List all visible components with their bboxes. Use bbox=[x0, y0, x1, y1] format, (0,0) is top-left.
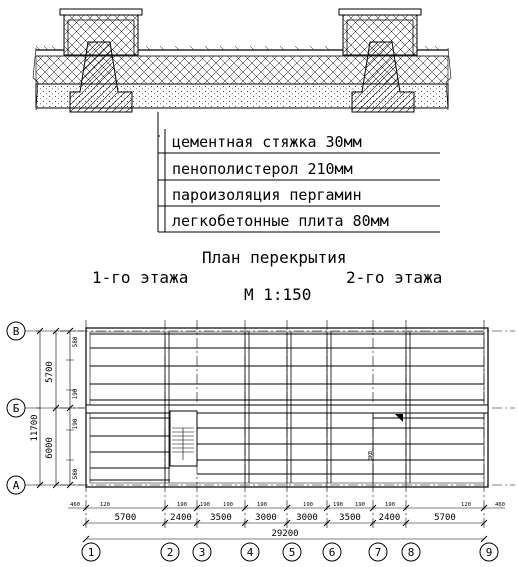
axis-number: 1 bbox=[88, 546, 95, 559]
dim-small: 120 bbox=[461, 502, 471, 508]
dim-span: 3500 bbox=[339, 513, 361, 523]
axis-number: 7 bbox=[375, 546, 382, 559]
dim-span: 5700 bbox=[115, 513, 137, 523]
dim-upper-bay: 5700 bbox=[45, 361, 55, 383]
dim-small: 190 bbox=[385, 502, 395, 508]
dim-span: 3500 bbox=[210, 513, 232, 523]
axis-bubble bbox=[192, 542, 212, 562]
axis-bubble bbox=[81, 542, 101, 562]
dim-lower-bay: 6000 bbox=[45, 437, 55, 459]
axis-number: 3 bbox=[199, 546, 206, 559]
axis-letter-b: Б bbox=[13, 402, 20, 415]
letter-axes: В Б А bbox=[6, 321, 40, 495]
plan-scale: М 1:150 bbox=[244, 285, 311, 304]
legend-layer-2: пенополистерол 210мм bbox=[172, 160, 353, 178]
dim-small: 190 bbox=[355, 502, 365, 508]
dim-small: 460 bbox=[70, 502, 80, 508]
dim-upper-580: 580 bbox=[72, 336, 79, 347]
axis-bubble bbox=[401, 542, 421, 562]
dim-span: 3000 bbox=[296, 513, 318, 523]
plan-floor-1-label: 1-го этажа bbox=[92, 268, 188, 287]
dim-upper-190: 190 bbox=[72, 388, 79, 399]
axis-letter-v: В bbox=[13, 325, 20, 338]
dim-span: 2400 bbox=[379, 513, 401, 523]
axis-bubble bbox=[240, 542, 260, 562]
dim-small: 190 bbox=[303, 502, 313, 508]
legend-layer-1: цементная стяжка 30мм bbox=[172, 133, 362, 151]
floor-plan: 3КВ bbox=[60, 320, 515, 530]
plan-floor-2-label: 2-го этажа bbox=[346, 268, 442, 287]
plan-note: 3КВ bbox=[368, 451, 374, 460]
plan-title: План перекрытия bbox=[202, 248, 347, 267]
axis-bubble bbox=[282, 542, 302, 562]
dim-small: 190 bbox=[200, 502, 210, 508]
axis-bubble bbox=[368, 542, 388, 562]
axis-number: 8 bbox=[408, 546, 415, 559]
plan-title-block: План перекрытия 1-го этажа 2-го этажа М … bbox=[92, 248, 442, 304]
bottom-dimensions: 460 120 190 190 190 190 190 190 190 190 120 460 570… bbox=[68, 502, 505, 543]
axis-letter-a: А bbox=[13, 479, 20, 492]
axis-bubble bbox=[479, 542, 499, 562]
axis-bubble bbox=[322, 542, 342, 562]
axis-number: 2 bbox=[167, 546, 174, 559]
axis-number: 4 bbox=[247, 546, 254, 559]
layer-legend: цементная стяжка 30мм пенополистерол 210… bbox=[158, 129, 440, 233]
axis-bubble bbox=[160, 542, 180, 562]
dim-span: 5700 bbox=[434, 513, 456, 523]
dim-lower-190: 190 bbox=[72, 418, 79, 429]
number-axes: 1 2 3 4 5 6 7 8 9 bbox=[81, 542, 499, 562]
dim-small: 460 bbox=[495, 502, 505, 508]
dim-span: 3000 bbox=[255, 513, 277, 523]
axis-number: 9 bbox=[486, 546, 493, 559]
dim-small: 190 bbox=[177, 502, 187, 508]
legend-layer-3: пароизоляция пергамин bbox=[172, 186, 362, 204]
dim-small: 190 bbox=[223, 502, 233, 508]
dim-small: 120 bbox=[100, 502, 110, 508]
axis-number: 5 bbox=[289, 546, 296, 559]
dim-total-length: 29200 bbox=[271, 529, 298, 539]
dim-small: 190 bbox=[257, 502, 267, 508]
dim-total-height: 11700 bbox=[30, 414, 40, 441]
dim-span: 2400 bbox=[170, 513, 192, 523]
floor-section-detail bbox=[32, 8, 452, 232]
dim-lower-580: 580 bbox=[72, 468, 79, 479]
legend-layer-4: легкобетонные плита 80мм bbox=[172, 212, 389, 230]
dim-small: 190 bbox=[333, 502, 343, 508]
axis-number: 6 bbox=[329, 546, 336, 559]
